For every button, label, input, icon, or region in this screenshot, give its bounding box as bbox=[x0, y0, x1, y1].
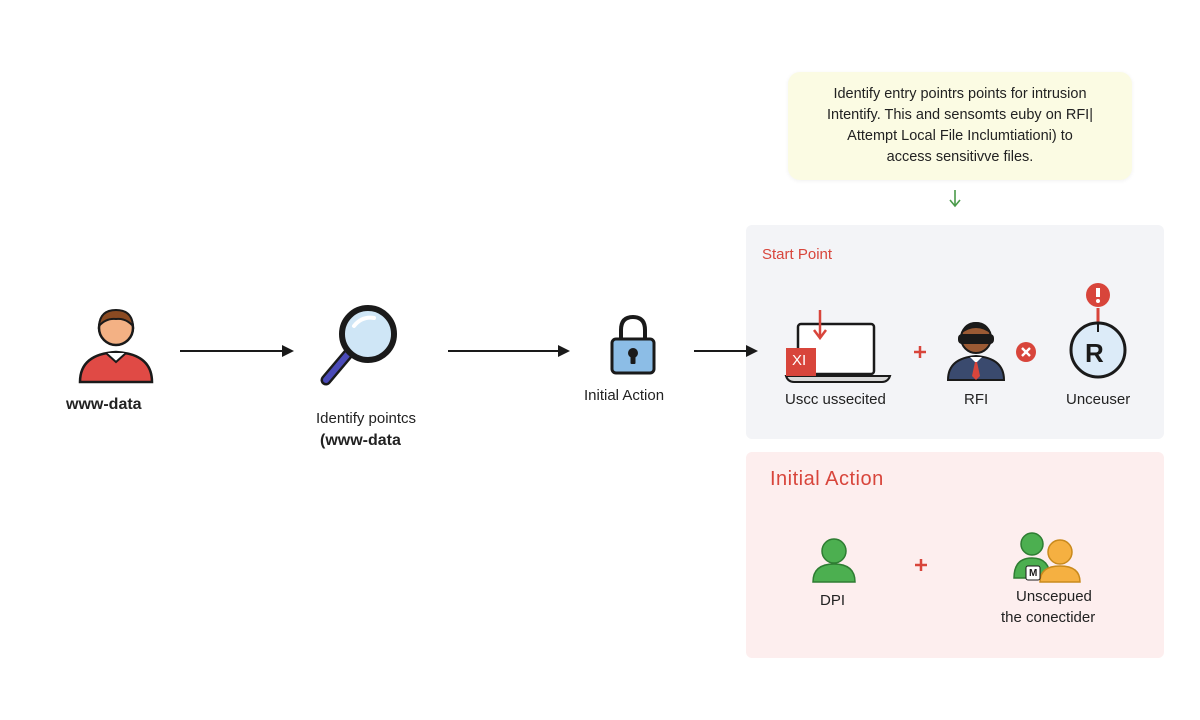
plus-icon bbox=[914, 346, 926, 358]
note-line-2: Intentify. This and sensomts euby on RFI… bbox=[827, 107, 1093, 123]
lock-label: Initial Action bbox=[584, 387, 665, 404]
hacker-icon bbox=[946, 322, 1006, 381]
user-green-icon bbox=[812, 538, 856, 583]
users-group-badge: M bbox=[1029, 568, 1038, 579]
user-icon bbox=[78, 308, 154, 384]
user-label: www-data bbox=[66, 396, 142, 413]
initial-item-label-2a: Unscepued bbox=[1016, 588, 1092, 605]
arrow-icon bbox=[694, 345, 758, 357]
initial-item-label-2b: the conectider bbox=[1001, 609, 1096, 626]
registry-icon bbox=[1069, 283, 1127, 379]
start-point-title: Start Point bbox=[762, 246, 833, 263]
note-box: Identify entry pointrs points for intrus… bbox=[788, 72, 1132, 180]
users-group-icon bbox=[1013, 532, 1081, 583]
initial-action-panel bbox=[746, 452, 1164, 658]
note-line-4: access sensitivve files. bbox=[886, 149, 1034, 165]
note-line-1: Identify entry pointrs points for intrus… bbox=[833, 86, 1087, 102]
start-item-label-3: Unceuser bbox=[1066, 391, 1131, 408]
arrow-icon bbox=[180, 345, 294, 357]
down-arrow-icon bbox=[949, 190, 961, 208]
search-label-line-1: Identify pointcs bbox=[316, 410, 417, 427]
start-item-label-2: RFI bbox=[964, 391, 989, 408]
search-label-line-2: (www-data bbox=[320, 432, 401, 449]
registry-badge: R bbox=[1085, 338, 1104, 368]
magnifier-icon bbox=[320, 305, 397, 386]
error-icon bbox=[1016, 342, 1036, 362]
initial-action-title: Initial Action bbox=[770, 468, 884, 490]
laptop-icon bbox=[784, 310, 892, 383]
plus-icon bbox=[915, 559, 927, 571]
arrow-icon bbox=[448, 345, 570, 357]
note-line-3: Attempt Local File Inclumtiationi) to bbox=[847, 128, 1073, 144]
laptop-badge: XI bbox=[792, 352, 807, 369]
initial-item-label-1: DPI bbox=[820, 592, 846, 609]
lock-icon bbox=[610, 314, 656, 375]
start-item-label-1: Uscc ussecited bbox=[785, 391, 886, 408]
